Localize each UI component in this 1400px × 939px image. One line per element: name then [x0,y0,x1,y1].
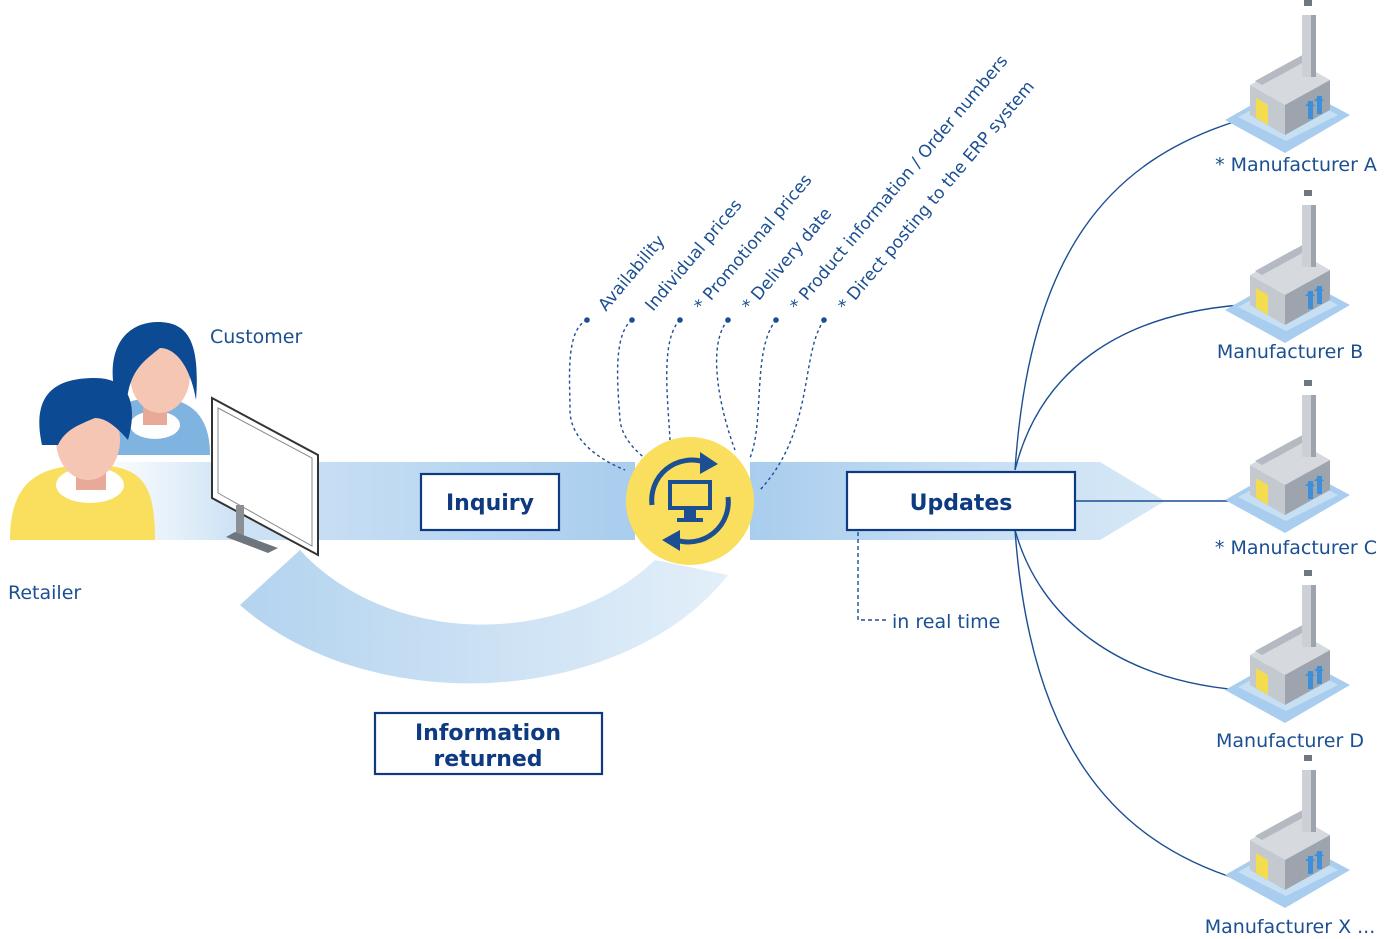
retailer-label: Retailer [8,582,81,604]
manufacturer-label-a: * Manufacturer A [1215,154,1377,176]
factory-icon [1225,190,1350,343]
updates-label: Updates [910,491,1013,516]
feature-dots [584,317,827,323]
updates-box: Updates [845,470,1077,532]
computer-monitor-icon [211,396,319,557]
inquiry-label: Inquiry [446,491,534,516]
manufacturer-label-x: Manufacturer X ... [1205,916,1376,938]
sync-monitor-icon [626,437,754,565]
manufacturer-label-d: Manufacturer D [1216,730,1364,752]
retailer-avatar-icon [10,378,155,540]
information-returned-box: Information returned [373,711,604,776]
return-arc-band [240,550,728,684]
factory-icon [1225,755,1350,908]
factory-icon [1225,570,1350,723]
customer-label: Customer [210,326,302,348]
factory-icon [1225,380,1350,533]
info-returned-line1: Information [415,721,561,746]
realtime-leader [857,532,886,621]
feature-leaders [568,319,825,491]
feature-label-erp-posting: * Direct posting to the ERP system [835,77,1039,315]
realtime-label: in real time [892,611,1000,633]
feature-labels: Availability Individual prices * Promoti… [595,51,1039,315]
manufacturer-connections [1014,119,1241,881]
factory-icon [1225,0,1350,153]
info-returned-line2: returned [433,747,542,772]
manufacturer-label-c: * Manufacturer C [1215,537,1377,559]
feature-label-product-information: * Product information / Order numbers [787,51,1013,315]
inquiry-box: Inquiry [419,472,561,532]
manufacturer-label-b: Manufacturer B [1217,341,1363,363]
